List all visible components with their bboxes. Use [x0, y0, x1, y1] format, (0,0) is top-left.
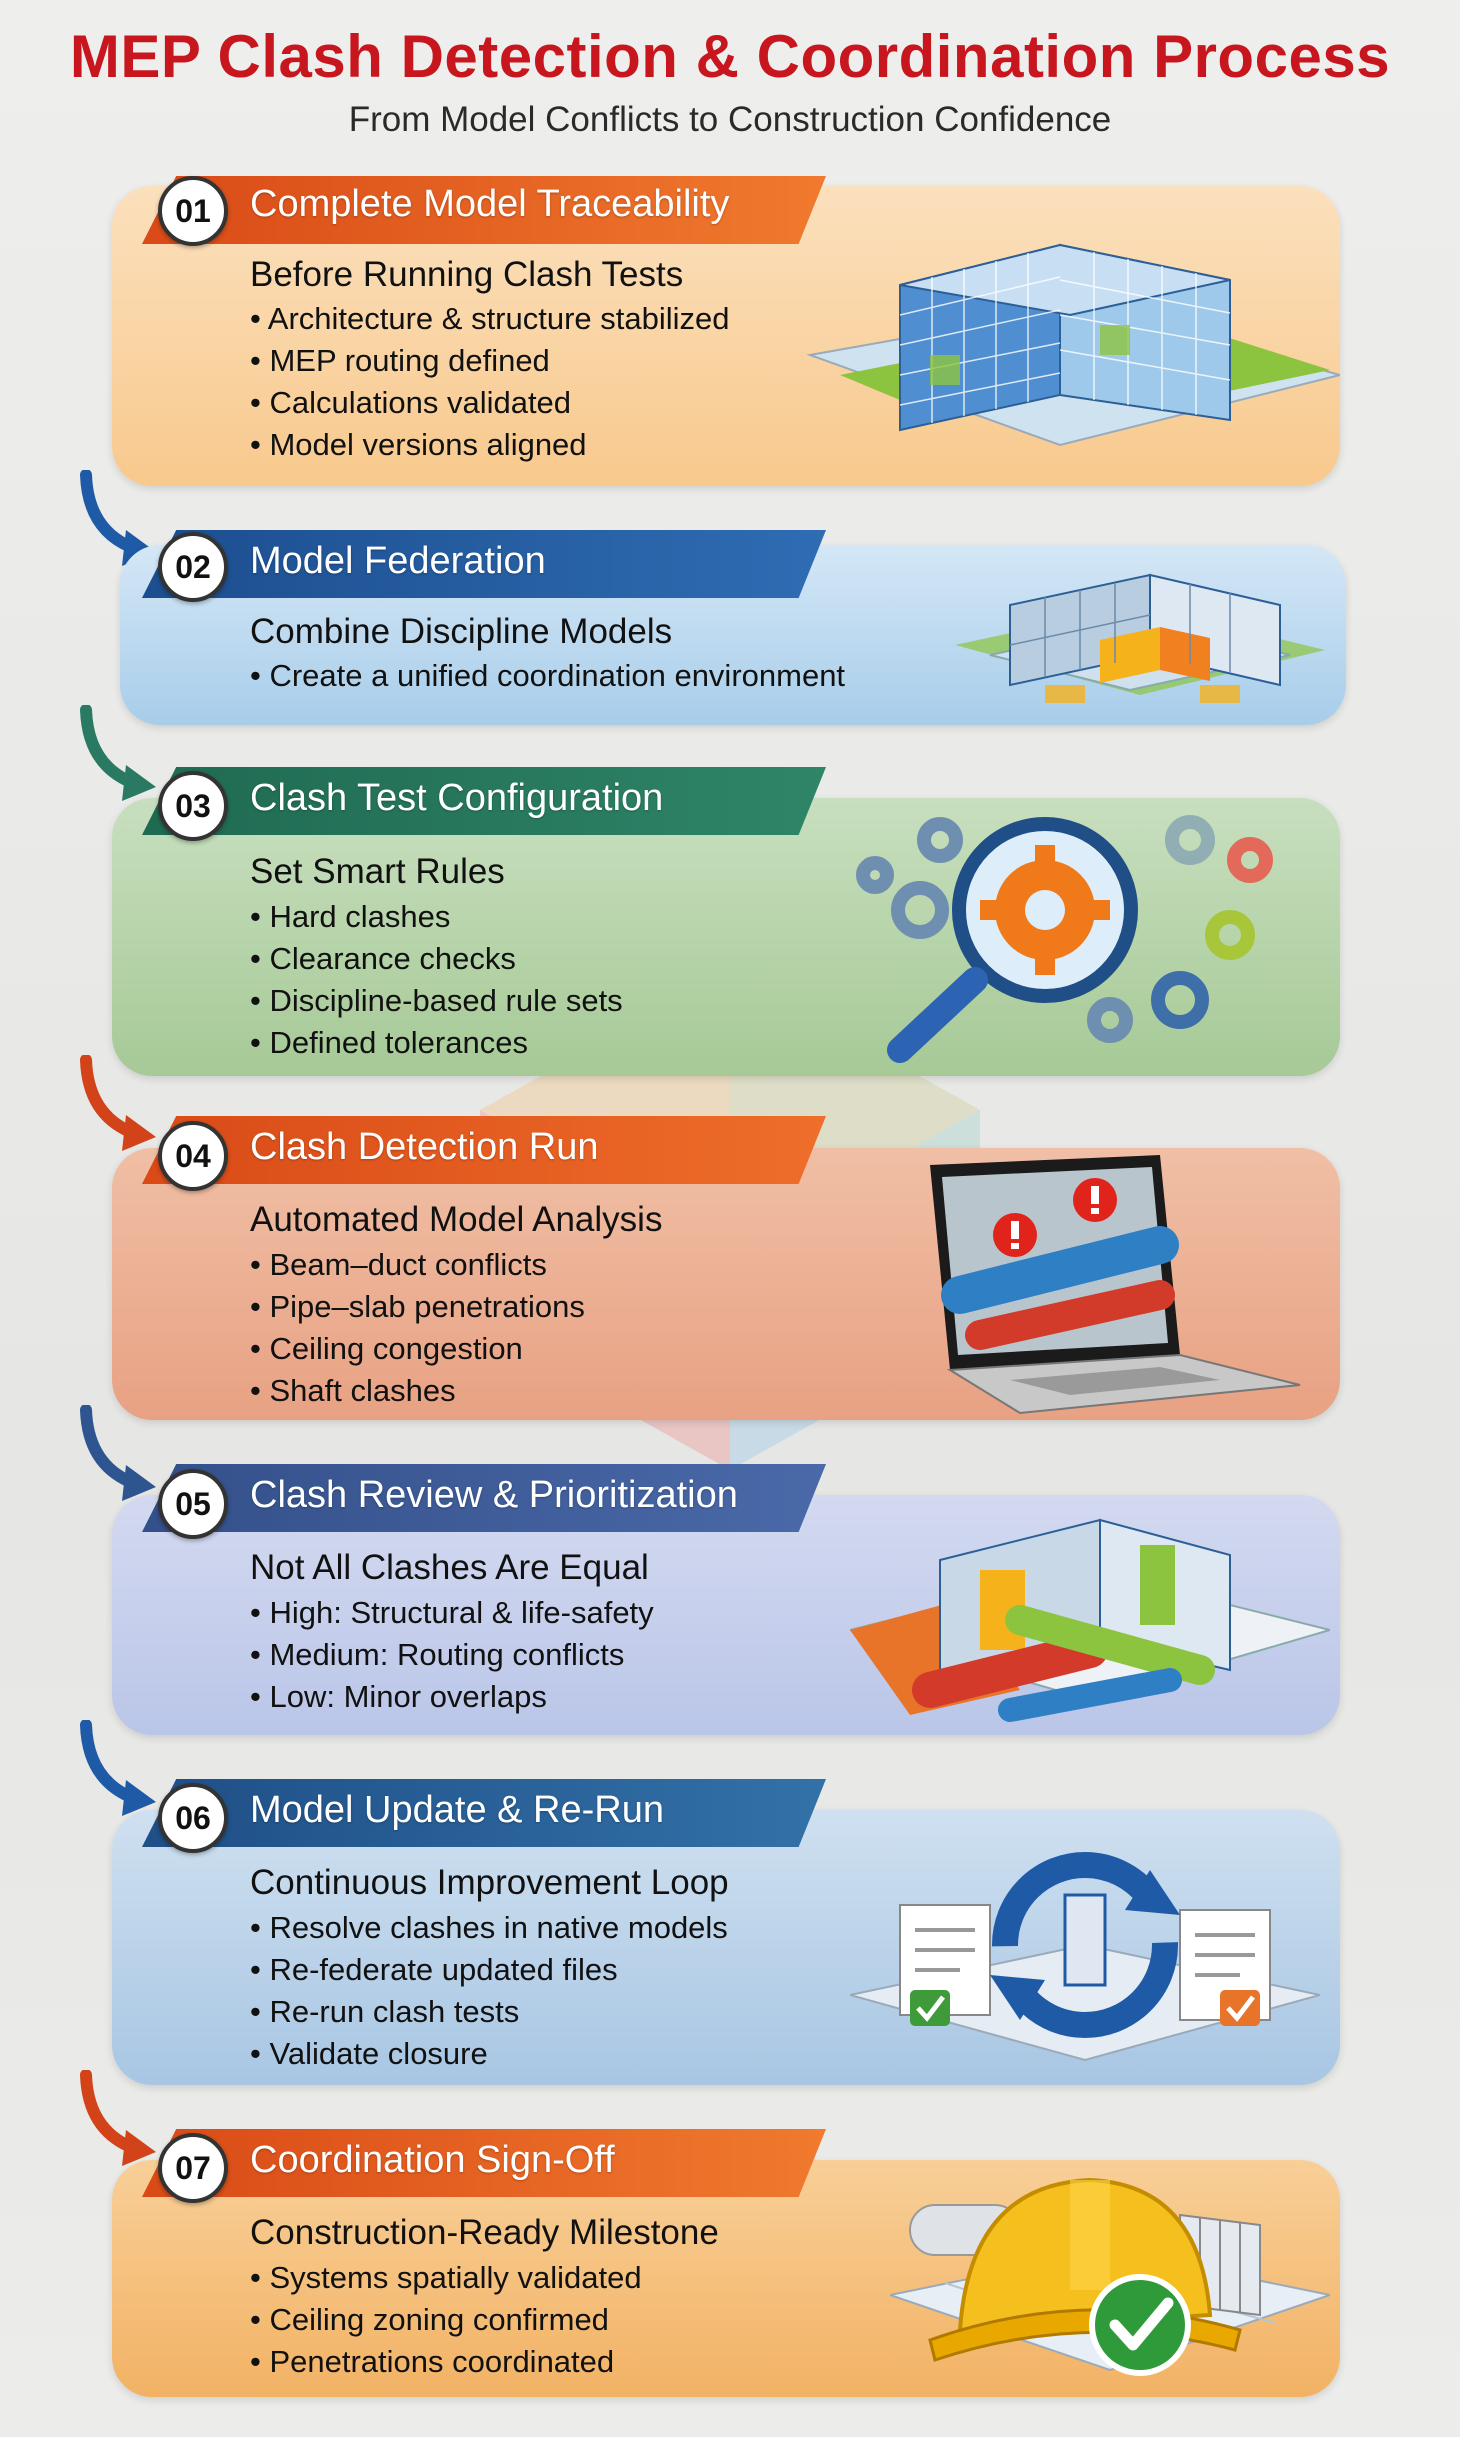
step-bullets-07: Systems spatially validated Ceiling zoni…	[250, 2257, 642, 2383]
update-loop-icon	[850, 1852, 1320, 2062]
curved-arrow-icon	[80, 1720, 156, 1816]
list-item: Penetrations coordinated	[250, 2341, 642, 2383]
list-item: MEP routing defined	[250, 340, 730, 382]
step-bullets-06: Resolve clashes in native models Re-fede…	[250, 1907, 728, 2075]
list-item: Ceiling congestion	[250, 1328, 585, 1370]
step-number-01: 01	[158, 176, 228, 246]
step-number-07: 07	[158, 2133, 228, 2203]
step-bullets-01: Architecture & structure stabilized MEP …	[250, 298, 730, 466]
list-item: Hard clashes	[250, 896, 623, 938]
step-subtitle-05: Not All Clashes Are Equal	[250, 1548, 649, 1587]
step-banner-02	[142, 530, 826, 598]
step-banner-06	[142, 1779, 826, 1847]
list-item: Re-run clash tests	[250, 1991, 728, 2033]
list-item: Low: Minor overlaps	[250, 1676, 654, 1718]
list-item: Defined tolerances	[250, 1022, 623, 1064]
step-subtitle-06: Continuous Improvement Loop	[250, 1863, 729, 1902]
list-item: Calculations validated	[250, 382, 730, 424]
list-item: Resolve clashes in native models	[250, 1907, 727, 1949]
list-item: Model versions aligned	[250, 424, 730, 466]
step-bullets-03: Hard clashes Clearance checks Discipline…	[250, 896, 623, 1064]
list-item: Medium: Routing conflicts	[250, 1634, 654, 1676]
list-item: High: Structural & life-safety	[250, 1592, 653, 1634]
curved-arrow-icon	[80, 1405, 156, 1501]
list-item: Architecture & structure stabilized	[250, 298, 730, 340]
list-item: Beam–duct conflicts	[250, 1244, 585, 1286]
step-title-02: Model Federation	[250, 540, 546, 582]
step-number-05: 05	[158, 1469, 228, 1539]
step-bullets-04: Beam–duct conflicts Pipe–slab penetratio…	[250, 1244, 585, 1412]
step-banner-07	[142, 2129, 826, 2197]
step-banner-04	[142, 1116, 826, 1184]
step-number-03: 03	[158, 771, 228, 841]
list-item: Clearance checks	[250, 938, 623, 980]
step-title-06: Model Update & Re-Run	[250, 1789, 664, 1831]
list-item: Validate closure	[250, 2033, 728, 2075]
step-banner-03	[142, 767, 826, 835]
list-item: Ceiling zoning confirmed	[250, 2299, 642, 2341]
building-model-icon	[806, 243, 1340, 447]
magnifier-gear-icon	[856, 815, 1273, 1063]
step-title-05: Clash Review & Prioritization	[250, 1474, 738, 1516]
step-title-03: Clash Test Configuration	[250, 777, 664, 819]
step-title-01: Complete Model Traceability	[250, 183, 730, 225]
curved-arrow-icon	[80, 1055, 156, 1151]
list-item: Shaft clashes	[250, 1370, 585, 1412]
curved-arrow-icon	[80, 2070, 156, 2166]
step-number-02: 02	[158, 532, 228, 602]
step-title-04: Clash Detection Run	[250, 1126, 599, 1168]
list-item: Discipline-based rule sets	[250, 980, 622, 1022]
page-subtitle: From Model Conflicts to Construction Con…	[348, 100, 1112, 139]
step-subtitle-07: Construction-Ready Milestone	[250, 2213, 719, 2252]
step-subtitle-03: Set Smart Rules	[250, 852, 505, 891]
step-subtitle-01: Before Running Clash Tests	[250, 255, 684, 294]
pipe-clash-icon	[850, 1518, 1330, 1722]
list-item: Re-federate updated files	[250, 1949, 728, 1991]
step-subtitle-02: Combine Discipline Models	[250, 612, 673, 651]
hardhat-check-icon	[890, 2177, 1330, 2376]
page-title: MEP Clash Detection & Coordination Proce…	[69, 23, 1391, 90]
step-bullets-05: High: Structural & life-safety Medium: R…	[250, 1592, 654, 1718]
federated-model-icon	[955, 573, 1325, 703]
step-bullets-02: Create a unified coordination environmen…	[250, 655, 845, 697]
step-title-07: Coordination Sign-Off	[250, 2139, 615, 2181]
step-number-04: 04	[158, 1121, 228, 1191]
laptop-clash-icon	[930, 1155, 1301, 1415]
step-banner-05	[142, 1464, 826, 1532]
curved-arrow-icon	[80, 705, 156, 801]
list-item: Pipe–slab penetrations	[250, 1286, 584, 1328]
list-item: Systems spatially validated	[250, 2257, 641, 2299]
step-banner-01	[142, 176, 826, 244]
list-item: Create a unified coordination environmen…	[250, 655, 845, 697]
step-number-06: 06	[158, 1783, 228, 1853]
step-subtitle-04: Automated Model Analysis	[250, 1200, 663, 1239]
